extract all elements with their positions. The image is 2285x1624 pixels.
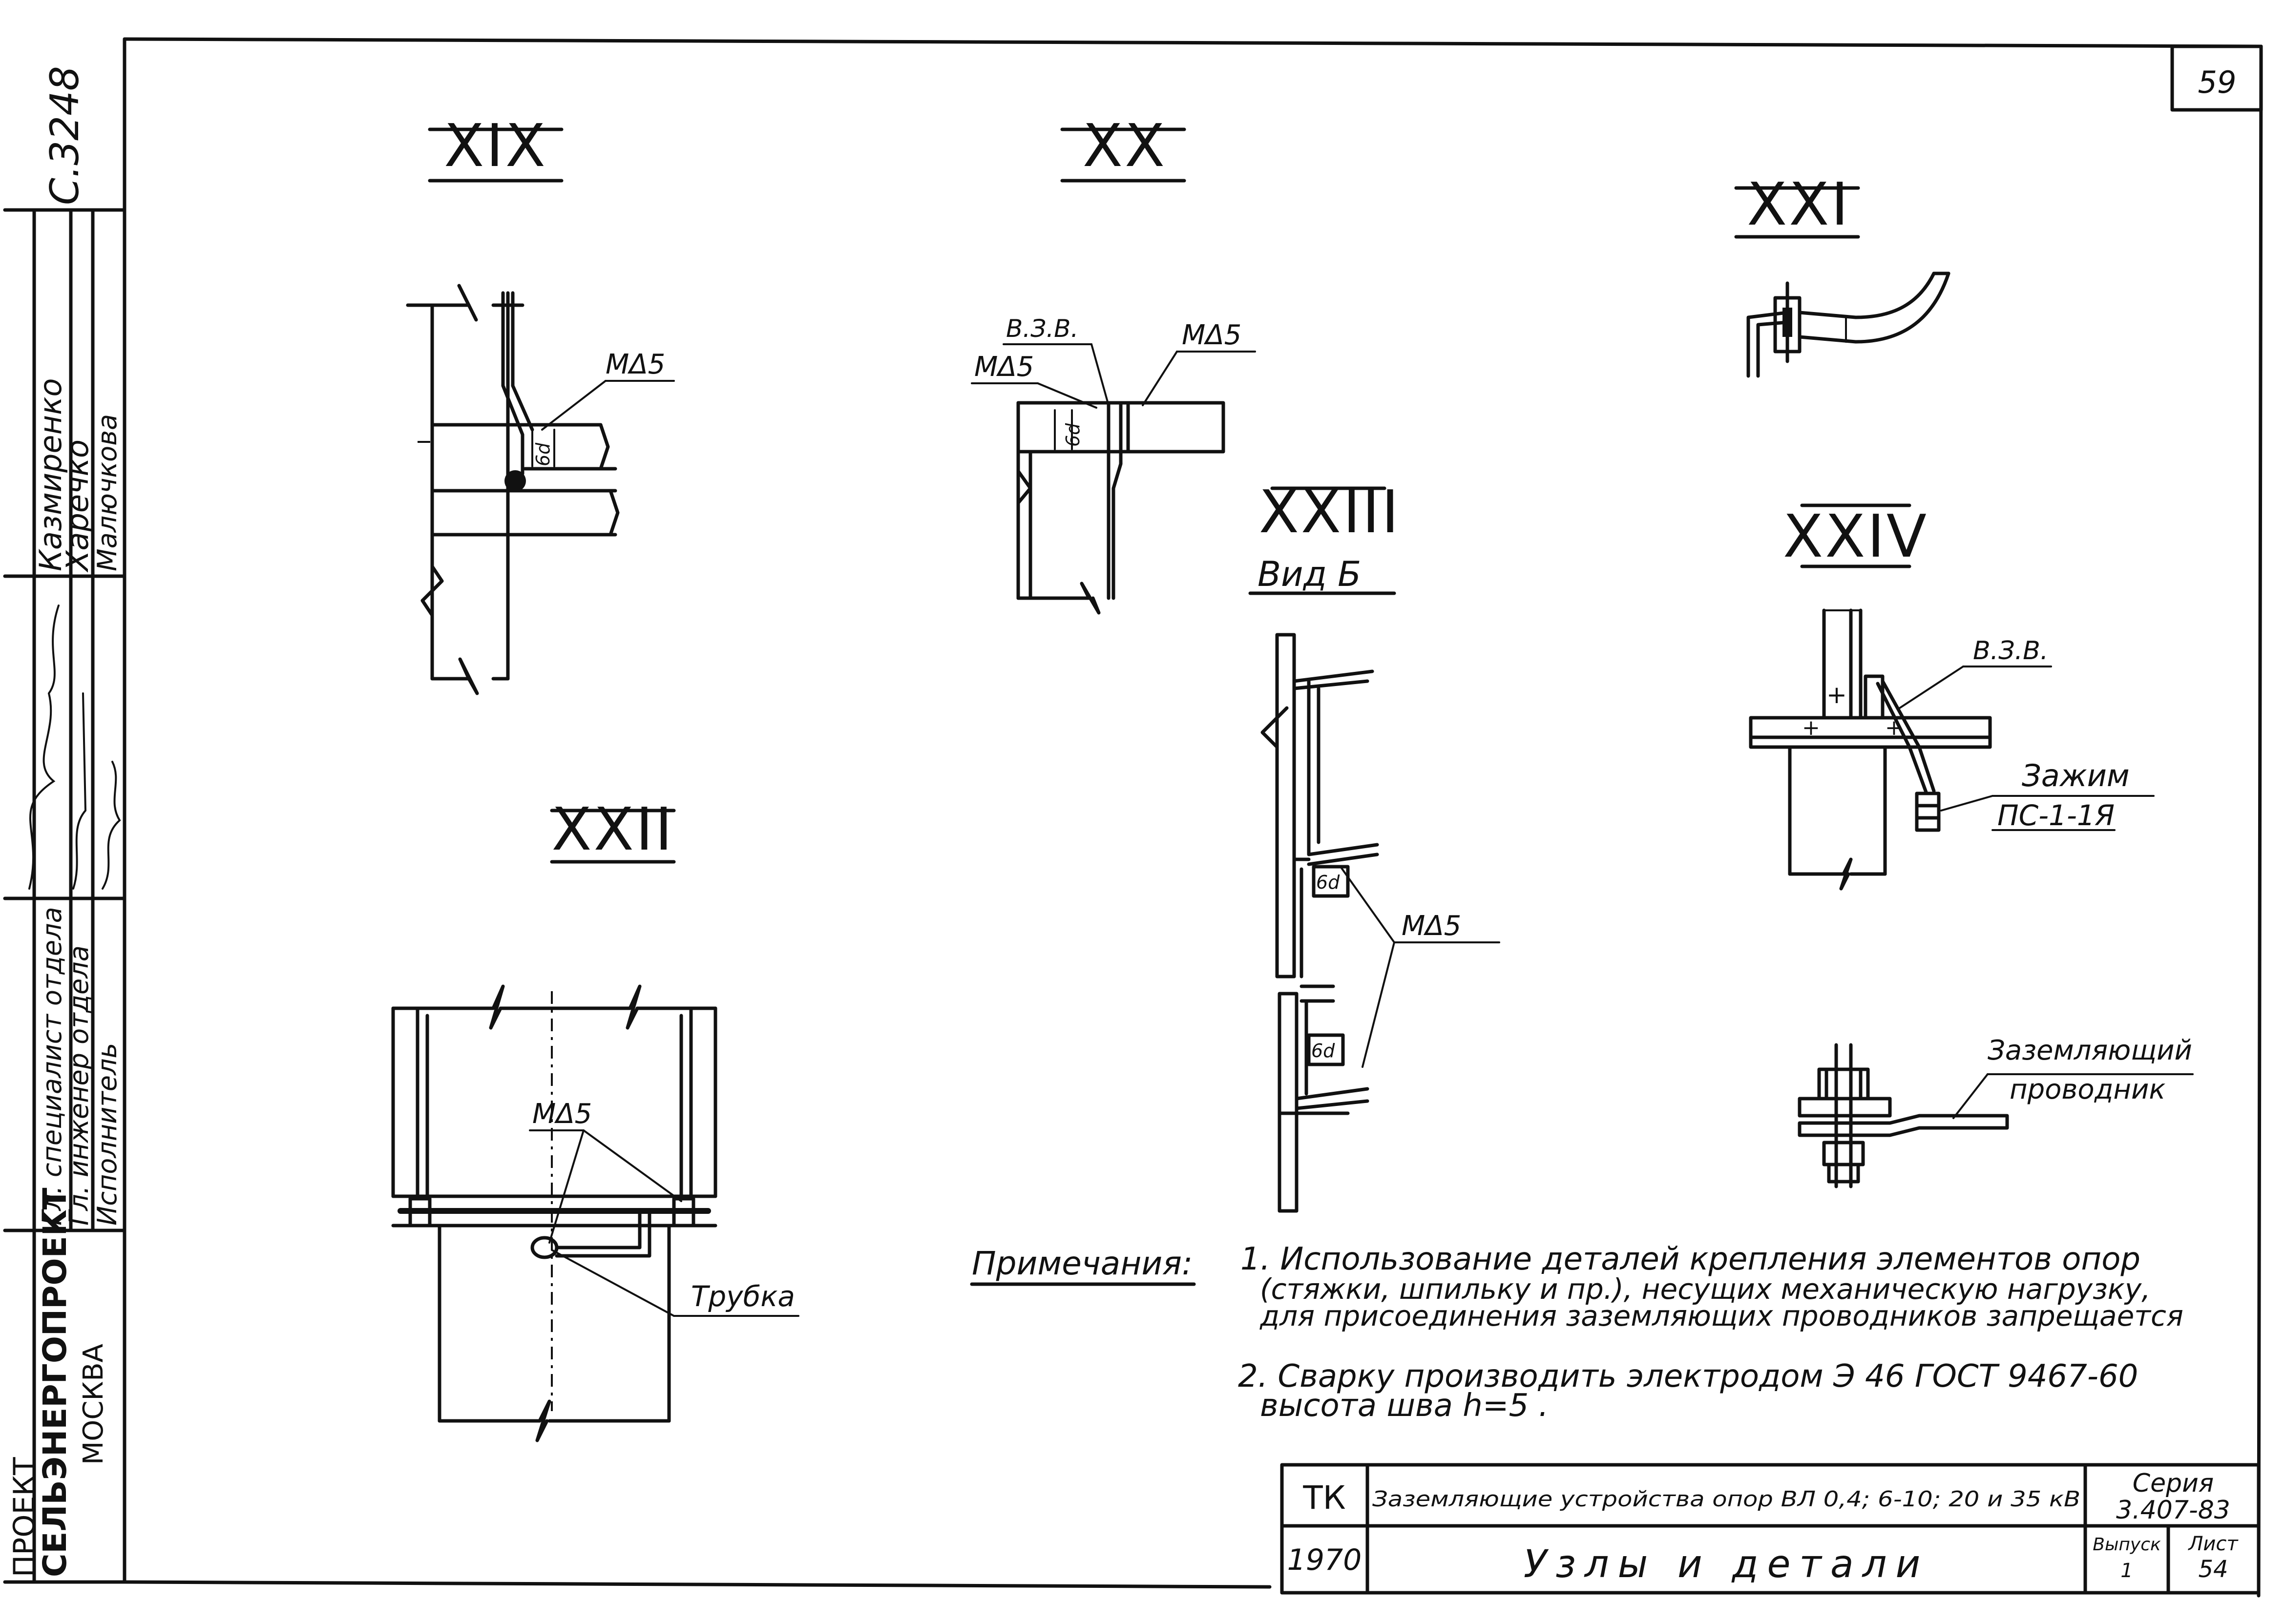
title-block-issue-value: 1 bbox=[2120, 1560, 2133, 1582]
role-chief-specialist: Гл. специалист отдела bbox=[37, 907, 67, 1226]
detail-xxiii-weld: МΔ5 bbox=[1402, 910, 1461, 942]
detail-xxiii-dim-top: 6d bbox=[1316, 872, 1340, 893]
title-block-series-value: 3.407-83 bbox=[2116, 1496, 2230, 1525]
notes: Примечания: 1. Использование деталей кре… bbox=[970, 1241, 2183, 1424]
document-code: С.3248 bbox=[42, 66, 87, 205]
detail-xxii-tube-label: Трубка bbox=[691, 1280, 795, 1313]
detail-xxiv-clamp-line2: ПС-1-1Я bbox=[1997, 799, 2115, 832]
detail-xxiv-conductor-line2: проводник bbox=[2010, 1074, 2165, 1105]
title-block-series-label: Серия bbox=[2133, 1469, 2214, 1498]
detail-xx-dim: 6d bbox=[1062, 423, 1084, 447]
name-chief-specialist: Казмиренко bbox=[33, 378, 68, 571]
note-1-line-1: 1. Использование деталей крепления элеме… bbox=[1240, 1241, 2140, 1277]
title-block-drawing-name: Узлы и детали bbox=[1524, 1542, 1929, 1586]
title-block-year: 1970 bbox=[1287, 1543, 1362, 1577]
detail-xxiv: XXIV + + + В.З.В. Зажим ПС bbox=[1749, 503, 2194, 1188]
plus-mark: + bbox=[1826, 681, 1847, 709]
signatures bbox=[28, 604, 121, 890]
detail-xxii: XXII МΔ5 bbox=[391, 796, 799, 1442]
sheet-frame bbox=[3, 37, 2263, 1598]
detail-xx-weld-left: МΔ5 bbox=[974, 351, 1034, 383]
title-block-subject: Заземляющие устройства опор ВЛ 0,4; 6-10… bbox=[1372, 1487, 2080, 1512]
role-executor: Исполнитель bbox=[92, 1043, 123, 1226]
notes-heading: Примечания: bbox=[972, 1245, 1193, 1282]
detail-xix: XIX 6d МΔ5 bbox=[406, 112, 675, 695]
detail-xix-dim: 6d bbox=[532, 442, 554, 466]
detail-xx: XX 6d МΔ5 В.З.В. МΔ5 bbox=[971, 112, 1256, 615]
detail-xxiii-dim-bottom: 6d bbox=[1311, 1040, 1335, 1062]
title-block-sheet-value: 54 bbox=[2198, 1556, 2228, 1583]
detail-xxi: XXI bbox=[1734, 171, 1950, 378]
title-block-issue-label: Выпуск bbox=[2093, 1535, 2161, 1555]
detail-xxiv-clamp-line1: Зажим bbox=[2022, 758, 2130, 793]
detail-xx-weld-right: МΔ5 bbox=[1182, 319, 1241, 351]
detail-xxiv-vzv: В.З.В. bbox=[1973, 636, 2048, 666]
note-2-line-1: 2. Сварку производить электродом Э 46 ГО… bbox=[1238, 1358, 2138, 1395]
detail-xxiv-title: XXIV bbox=[1783, 503, 1929, 571]
note-1-line-3: для присоединения заземляющих проводнико… bbox=[1259, 1299, 2183, 1333]
side-stamp bbox=[3, 208, 126, 1584]
detail-xxiii-view: Вид Б bbox=[1258, 554, 1361, 594]
org-line1: ПРОЕКТ bbox=[7, 1457, 42, 1577]
plus-mark: + bbox=[1802, 715, 1820, 740]
detail-xx-vzv: В.З.В. bbox=[1006, 314, 1078, 343]
name-chief-engineer: Харечко bbox=[60, 439, 95, 573]
detail-xx-title: XX bbox=[1083, 112, 1167, 180]
note-1-line-2: (стяжки, шпильку и пр.), несущих механич… bbox=[1260, 1272, 2151, 1306]
title-block bbox=[1280, 1463, 2261, 1595]
name-executor: Малючкова bbox=[92, 414, 123, 571]
note-2-line-2: высота шва h=5 . bbox=[1260, 1388, 1549, 1424]
detail-xxii-weld: МΔ5 bbox=[532, 1098, 592, 1130]
detail-xix-title: XIX bbox=[444, 112, 547, 180]
detail-xxi-title: XXI bbox=[1747, 171, 1850, 239]
detail-xxiii: XXIII Вид Б 6d 6d МΔ5 bbox=[1248, 479, 1500, 1213]
org-name: СЕЛЬЭНЕРГОПРОЕКТ bbox=[36, 1187, 74, 1577]
role-chief-engineer: Гл. инженер отдела bbox=[63, 945, 94, 1226]
detail-xxiv-conductor-line1: Заземляющий bbox=[1988, 1035, 2192, 1066]
page-number: 59 bbox=[2198, 64, 2237, 100]
detail-xix-weld: МΔ5 bbox=[606, 349, 665, 380]
org-city: МОСКВА bbox=[78, 1344, 109, 1465]
title-block-sheet-label: Лист bbox=[2187, 1533, 2239, 1555]
detail-xxii-title: XXII bbox=[551, 796, 674, 864]
title-block-tk: ТК bbox=[1302, 1479, 1345, 1517]
